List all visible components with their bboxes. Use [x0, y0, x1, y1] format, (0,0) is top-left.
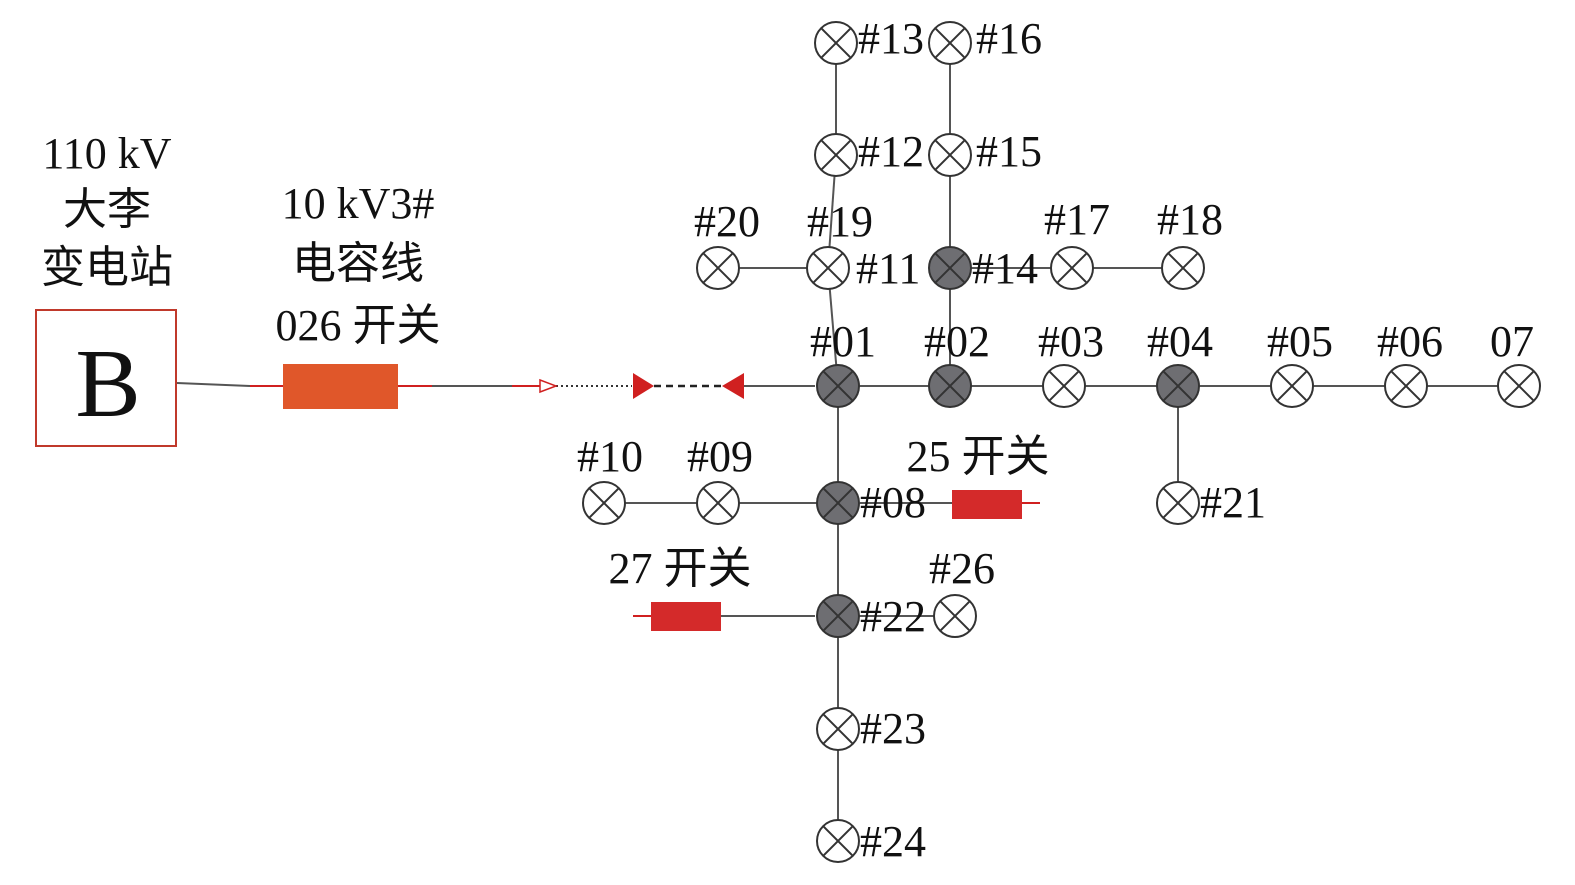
node-n10-cross-1: [589, 488, 619, 518]
node-n15-cross-1: [935, 140, 965, 170]
feeder-breaker-block: [283, 364, 398, 409]
node-n20-cross-1: [703, 253, 733, 283]
node-label-n04: #04: [1147, 317, 1213, 366]
node-n19-symbol-icon: [806, 246, 850, 290]
substation-label-line3: 变电站: [41, 243, 173, 292]
node-n23-symbol-icon: [816, 707, 860, 751]
node-n19-cross-1: [813, 253, 843, 283]
substation-label-line2: 大李: [63, 185, 151, 234]
node-label-n19: #19: [807, 197, 873, 246]
node-n14-cross-1: [935, 253, 965, 283]
node-n17-symbol-icon: [1050, 246, 1094, 290]
switch25-label: 25 开关: [907, 432, 1050, 481]
node-n13-symbol-icon: [814, 21, 858, 65]
node-n24-cross-1: [823, 826, 853, 856]
open-arrow-icon: [539, 378, 559, 394]
node-n02-cross-1: [935, 371, 965, 401]
node-n03-cross-1: [1049, 371, 1079, 401]
feeder-breaker: 10 kV3# 电容线 026 开关: [276, 179, 441, 409]
node-n12-cross-1: [821, 140, 851, 170]
tie-arrow-right-icon: [633, 373, 654, 399]
feeder-label-line2: 电容线: [292, 239, 424, 288]
node-label-n10: #10: [577, 432, 643, 481]
feeder-label-line1: 10 kV3#: [282, 179, 435, 228]
node-n21-symbol-icon: [1156, 481, 1200, 525]
node-n15-symbol-icon: [928, 133, 972, 177]
node-n04-cross-1: [1163, 371, 1193, 401]
node-label-n09: #09: [687, 432, 753, 481]
node-n01-cross-1: [823, 371, 853, 401]
node-n14-symbol-icon: [928, 246, 972, 290]
node-n17-cross-1: [1057, 253, 1087, 283]
node-label-n06: #06: [1377, 317, 1443, 366]
substation-symbol: B: [75, 330, 140, 438]
node-n22-symbol-icon: [816, 594, 860, 638]
node-n22-cross-1: [823, 601, 853, 631]
node-n05-symbol-icon: [1270, 364, 1314, 408]
trunk-markers: [539, 373, 744, 399]
node-label-n13: #13: [858, 14, 924, 63]
switch27-label: 27 开关: [609, 544, 752, 593]
node-n16-symbol-icon: [928, 21, 972, 65]
node-n20-symbol-icon: [696, 246, 740, 290]
node-n02-symbol-icon: [928, 364, 972, 408]
node-n23-cross-1: [823, 714, 853, 744]
switch-25: 25 开关: [907, 432, 1050, 519]
node-label-n14: #14: [972, 244, 1038, 293]
node-n24-symbol-icon: [816, 819, 860, 863]
node-label-n01: #01: [810, 317, 876, 366]
node-n09-symbol-icon: [696, 481, 740, 525]
node-label-n15: #15: [976, 127, 1042, 176]
node-n03-symbol-icon: [1042, 364, 1086, 408]
node-n21-cross-1: [1163, 488, 1193, 518]
node-label-n08: #08: [860, 478, 926, 527]
network-nodes: #13 #16 #12 #15 #20 #19#11 #14#17 #18 #01 #02 #03 #…: [577, 14, 1541, 866]
node-label-n24: #24: [860, 817, 926, 866]
substation: 110 kV 大李 变电站 B: [35, 129, 177, 447]
feeder-label-line3: 026 开关: [276, 301, 441, 350]
node-label-n21: #21: [1200, 478, 1266, 527]
node-label-n26: #26: [929, 544, 995, 593]
node-label-n22: #22: [860, 592, 926, 641]
node-n16-cross-1: [935, 28, 965, 58]
node-n09-cross-1: [703, 488, 733, 518]
node-n06-cross-1: [1391, 371, 1421, 401]
node-label-n23: #23: [860, 704, 926, 753]
node-n07-cross-1: [1504, 371, 1534, 401]
node-label-n16: #16: [976, 14, 1042, 63]
substation-box: [35, 309, 177, 447]
node-label-n20: #20: [694, 197, 760, 246]
node-n13-cross-1: [821, 28, 851, 58]
switch-27: 27 开关: [609, 544, 752, 631]
node-label-n17: #17: [1044, 195, 1110, 244]
node-n18-cross-1: [1168, 253, 1198, 283]
node-n26-cross-1: [940, 601, 970, 631]
node-label-n02: #02: [924, 317, 990, 366]
node-label-n12: #12: [858, 127, 924, 176]
switch27-block: [651, 602, 721, 631]
substation-label-line1: 110 kV: [42, 129, 171, 178]
node-label-n07: 07: [1490, 317, 1534, 366]
node-label-n11: #11: [856, 244, 920, 293]
node-n12-symbol-icon: [814, 133, 858, 177]
node-n05-cross-1: [1277, 371, 1307, 401]
node-n10-symbol-icon: [582, 481, 626, 525]
node-label-n18: #18: [1157, 195, 1223, 244]
node-n01-symbol-icon: [816, 364, 860, 408]
node-n08-symbol-icon: [816, 481, 860, 525]
substation-lead: [176, 382, 251, 387]
node-label-n05: #05: [1267, 317, 1333, 366]
node-n08-cross-1: [823, 488, 853, 518]
node-label-n03: #03: [1038, 317, 1104, 366]
node-n26-symbol-icon: [933, 594, 977, 638]
node-n06-symbol-icon: [1384, 364, 1428, 408]
node-n07-symbol-icon: [1497, 364, 1541, 408]
tie-arrow-left-icon: [722, 373, 744, 399]
switch25-block: [952, 490, 1022, 519]
node-n04-symbol-icon: [1156, 364, 1200, 408]
node-n18-symbol-icon: [1161, 246, 1205, 290]
